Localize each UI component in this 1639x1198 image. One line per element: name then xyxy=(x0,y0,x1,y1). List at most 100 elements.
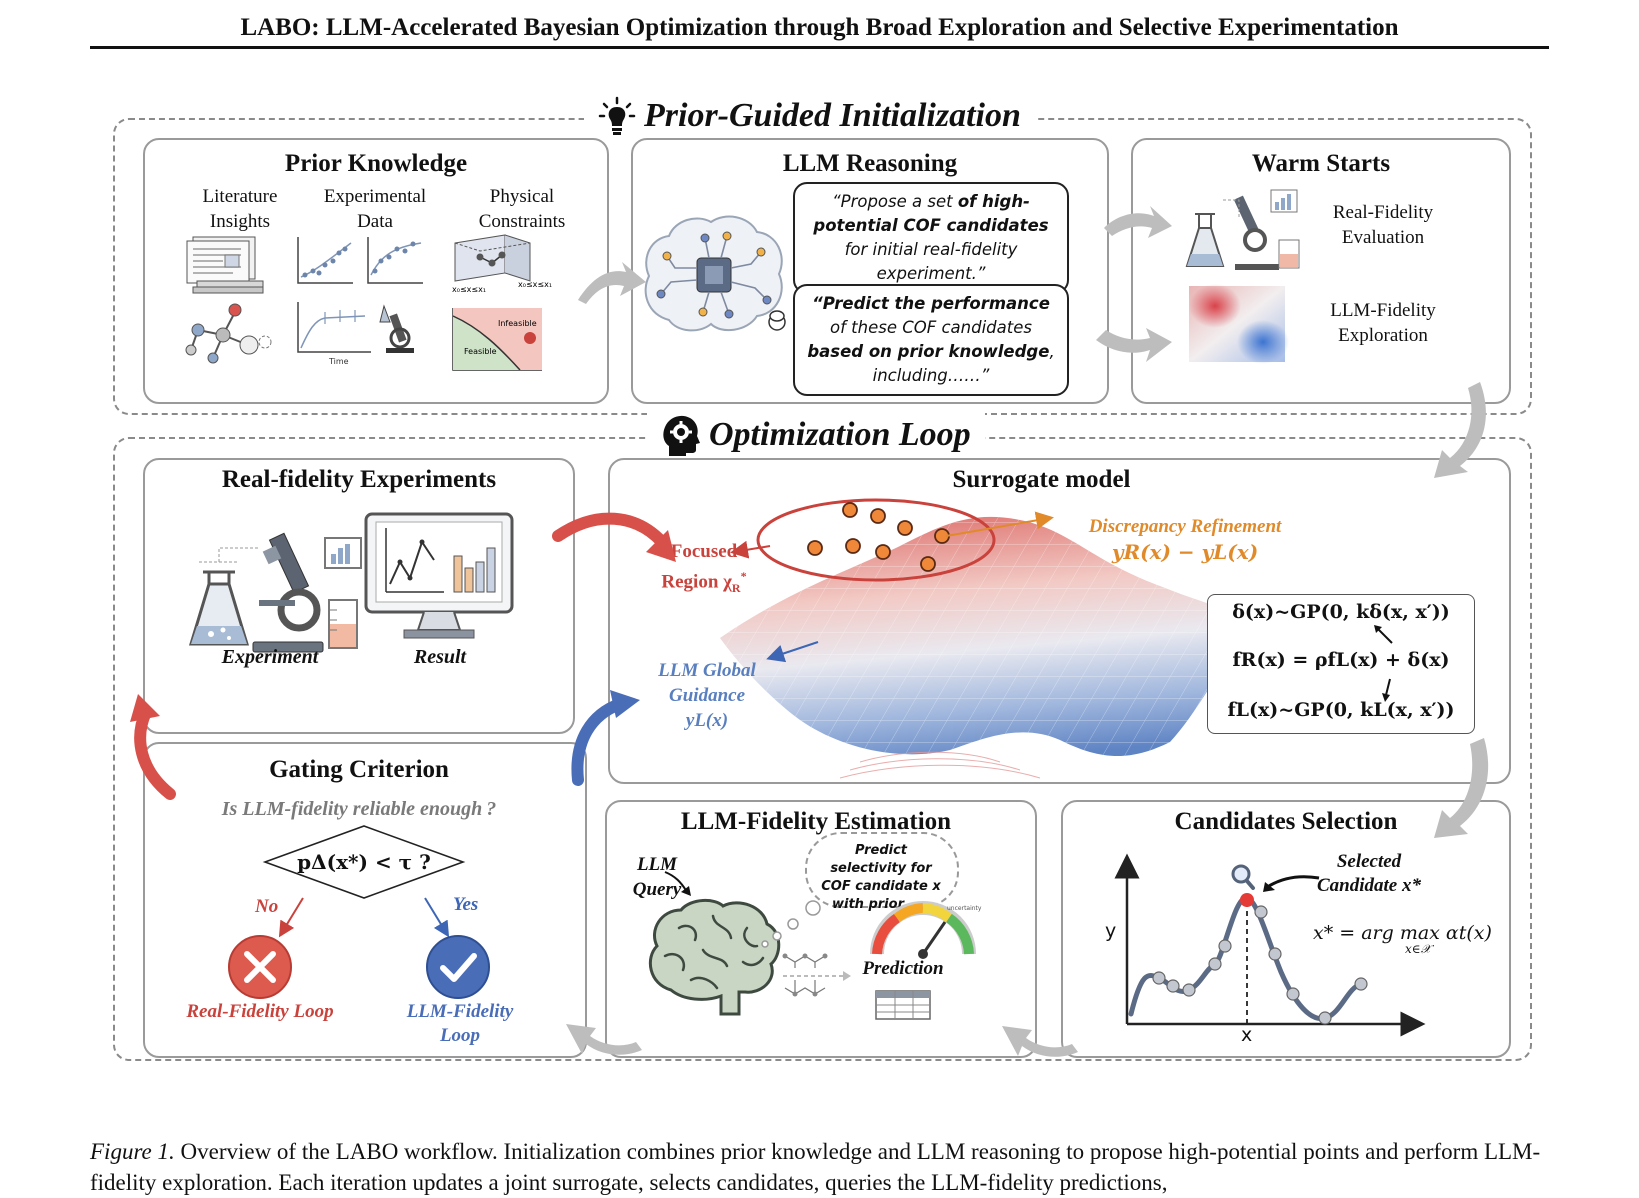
llm-fidelity-loop-label: LLM-Fidelity Loop xyxy=(406,1001,514,1046)
discrepancy-title: Discrepancy Refinement xyxy=(1088,516,1282,537)
surrogate-model-panel: Surrogate model xyxy=(608,458,1511,784)
constraint-cube-icon: x₀≤x≤x₁ x₀≤x≤x₁ xyxy=(452,234,552,294)
uncertainty-label: uncertainty xyxy=(947,905,982,912)
query-arrow xyxy=(664,871,691,896)
init-section-label: Prior-Guided Initialization xyxy=(584,92,1035,140)
time-series-icon: Time xyxy=(297,302,371,366)
real-fidelity-panel: Real-fidelity Experiments Experiment Res… xyxy=(143,458,575,734)
surrogate-surface xyxy=(720,498,1255,779)
fl-gp-equation: fL(x)~GP(0, kL(x, x′)) xyxy=(1227,699,1455,721)
books-icon xyxy=(186,236,264,294)
warm-starts-panel: Warm Starts Real-Fidelity Evaluation LLM… xyxy=(1131,138,1511,404)
bubble1-post: for initial real-fidelity experiment.” xyxy=(844,240,1018,283)
loop-section-title: Optimization Loop xyxy=(709,416,971,453)
thought-cloud xyxy=(805,832,959,908)
real-fidelity-loop-label: Real-Fidelity Loop xyxy=(186,1001,334,1022)
candidates-title: Candidates Selection xyxy=(1174,808,1398,835)
bubble2-mid: of these COF candidates xyxy=(830,318,1032,337)
focused-line2: Region χ xyxy=(661,571,732,593)
gating-question: Is LLM-fidelity reliable enough ? xyxy=(221,798,497,820)
literature-insights-label: Literature Insights xyxy=(202,186,278,232)
heatmap-icon xyxy=(1189,284,1289,364)
time-axis-label: Time xyxy=(328,357,349,366)
thought-dots-icon xyxy=(769,310,785,322)
caption-label: Figure 1. xyxy=(90,1139,175,1164)
predict-performance-bubble: “Predict the performance of these COF ca… xyxy=(793,284,1069,396)
molecule-candidates-icon xyxy=(782,953,851,997)
llm-reasoning-panel: LLM Reasoning “Propose a set of high-pot… xyxy=(631,138,1109,404)
bubble1-bold: of high-potential COF candidates xyxy=(813,192,1049,235)
experiment-label: Experiment xyxy=(221,646,319,668)
loop-section-label: Optimization Loop xyxy=(647,410,985,460)
llm-reasoning-title: LLM Reasoning xyxy=(782,150,958,177)
page-title: LABO: LLM-Accelerated Bayesian Optimizat… xyxy=(240,14,1399,41)
scatter-plot-icon-2 xyxy=(367,237,423,284)
discrepancy-formula: yR(x) − yL(x) xyxy=(1111,540,1259,564)
microscope-small-icon xyxy=(379,304,414,353)
decision-arrows xyxy=(278,897,450,938)
equation-arrows xyxy=(1374,625,1393,702)
header-rule xyxy=(90,46,1549,49)
focused-line1: Focused xyxy=(670,541,738,562)
brain-icon xyxy=(648,899,781,1016)
molecule-icon xyxy=(185,303,272,364)
gating-title: Gating Criterion xyxy=(269,756,449,783)
delta-gp-equation: δ(x)~GP(0, kδ(x, x′)) xyxy=(1232,601,1450,623)
y-axis-label: y xyxy=(1105,920,1117,942)
gating-criterion-panel: Gating Criterion Is LLM-fidelity reliabl… xyxy=(143,742,587,1058)
infeasible-label: Infeasible xyxy=(498,319,537,328)
argmax-text: x* = arg max αt(x) xyxy=(1313,922,1492,944)
init-section-title: Prior-Guided Initialization xyxy=(644,97,1021,134)
llm-guidance-line2: Guidance xyxy=(669,685,745,706)
warm-starts-title: Warm Starts xyxy=(1251,150,1391,177)
caption-text: Overview of the LABO workflow. Initializ… xyxy=(90,1139,1541,1195)
prior-knowledge-title: Prior Knowledge xyxy=(284,150,468,177)
llm-guidance-line1: LLM Global xyxy=(658,660,756,681)
reject-icon xyxy=(228,935,292,999)
lab-equipment-icon xyxy=(1185,189,1300,270)
selected-candidate-label: Selected Candidate x* xyxy=(1317,851,1421,896)
decision-diamond xyxy=(262,825,466,899)
physical-constraints-label: Physical Constraints xyxy=(478,186,566,232)
scatter-plot-icon-1 xyxy=(297,237,353,284)
gp-equations-box: δ(x)~GP(0, kδ(x, x′)) fR(x) = ρfL(x) + δ… xyxy=(1207,594,1475,734)
head-gear-icon xyxy=(663,415,700,456)
argmax-formula: x* = arg max αt(x) x∈𝒳 xyxy=(1313,922,1492,956)
acquisition-plot xyxy=(1114,853,1426,1037)
experiment-lab-icon xyxy=(188,532,362,653)
thought-text: Predict selectivity for COF candidate x … xyxy=(821,843,941,912)
thought-bubbles xyxy=(761,900,821,948)
llm-fidelity-exploration-label: LLM-Fidelity Exploration xyxy=(1330,300,1436,346)
llm-guidance-label: LLM Global Guidance yL(x) xyxy=(632,658,782,733)
llm-estimation-title: LLM-Fidelity Estimation xyxy=(680,808,952,835)
candidates-selection-panel: Candidates Selection y x Selected Candid… xyxy=(1061,800,1511,1058)
experimental-data-label: Experimental Data xyxy=(323,186,427,232)
llm-guidance-line3: yL(x) xyxy=(685,710,729,731)
bubble2-post: , including……” xyxy=(872,342,1055,385)
llm-query-label: LLM Query xyxy=(632,854,682,900)
argmax-subscript: x∈𝒳 xyxy=(1405,942,1431,956)
prediction-table-icon xyxy=(875,990,931,1020)
result-label: Result xyxy=(413,646,467,668)
surrogate-title: Surrogate model xyxy=(952,466,1131,493)
figure-caption: Figure 1. Overview of the LABO workflow.… xyxy=(90,1136,1550,1198)
constraint-right-label: x₀≤x≤x₁ xyxy=(518,280,552,289)
bubble2-bold1: “Predict the performance xyxy=(812,294,1050,313)
prior-knowledge-panel: Prior Knowledge Literature Insights Expe… xyxy=(143,138,609,404)
focused-region-label: Focused Region χR* xyxy=(661,541,747,596)
feasible-region-icon: Infeasible Feasible xyxy=(452,308,542,371)
feasible-label: Feasible xyxy=(464,347,497,356)
yes-label: Yes xyxy=(453,894,479,915)
real-fidelity-evaluation-label: Real-Fidelity Evaluation xyxy=(1332,202,1434,248)
x-axis-label: x xyxy=(1241,1024,1253,1046)
ai-brain-icon xyxy=(644,215,786,332)
constraint-left-label: x₀≤x≤x₁ xyxy=(452,285,486,294)
lightbulb-icon xyxy=(598,96,636,135)
bubble1-pre: “Propose a set xyxy=(832,192,958,211)
no-label: No xyxy=(255,896,279,917)
fr-equation: fR(x) = ρfL(x) + δ(x) xyxy=(1232,649,1450,671)
accept-icon xyxy=(426,935,490,999)
prediction-label: Prediction xyxy=(862,958,944,979)
monitor-result-icon xyxy=(364,512,514,639)
